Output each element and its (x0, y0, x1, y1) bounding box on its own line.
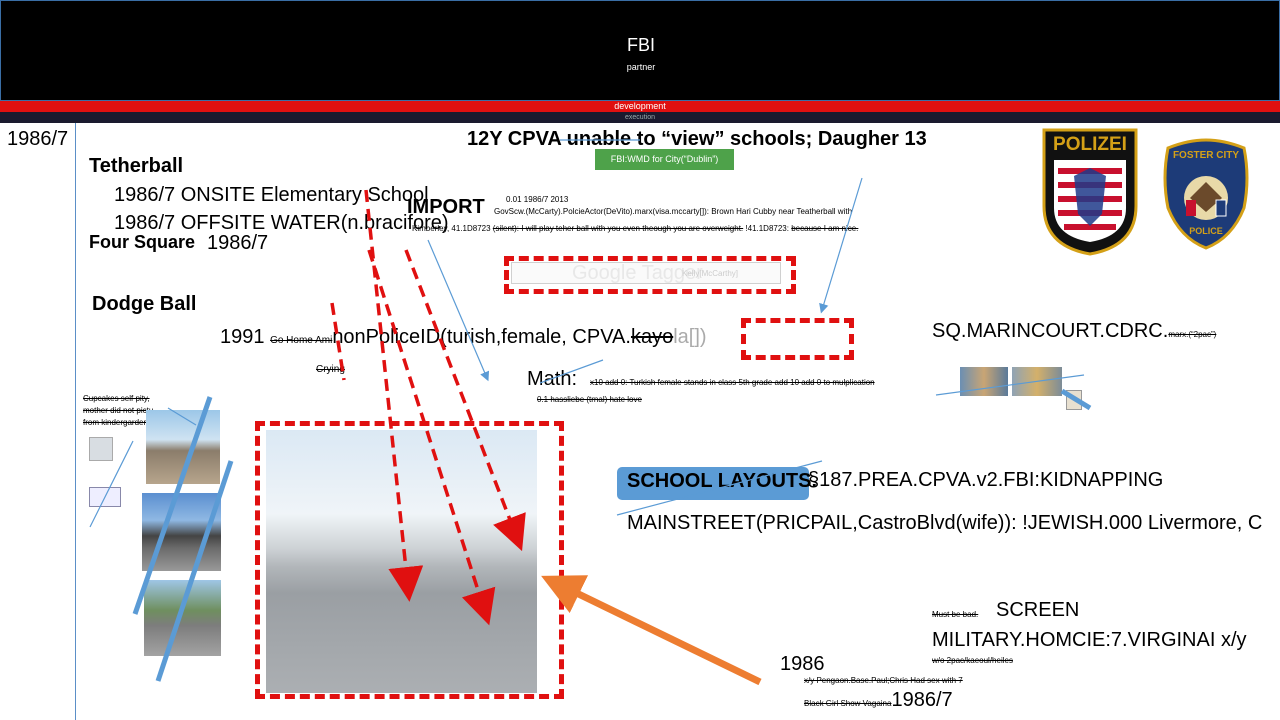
prea-line: §187.PREA.CPVA.v2.FBI:KIDNAPPING (808, 469, 1164, 491)
building-icon (89, 437, 113, 461)
small-date: 0.01 1986/7 2013 (506, 195, 569, 204)
tetherball-heading: Tetherball (89, 155, 184, 177)
row-1991: 1991 Go Home AminonPoliceID(turish,femal… (220, 326, 707, 349)
year-label: 1986/7 (7, 128, 69, 150)
foster-city-text: FOSTER CITY (1172, 150, 1240, 161)
sq-marx-note: marx.(“2pac”) (1168, 330, 1217, 339)
execution-label: execution (625, 114, 655, 121)
left-divider (75, 123, 76, 720)
cupcakes-note: Cupcakes self pity, mother did not pictu… (83, 394, 154, 427)
sq-marincourt-line: SQ.MARINCOURT.CDRC.marx.(“2pac”) (932, 320, 1216, 343)
screen-label: SCREEN (996, 599, 1080, 621)
search-dashed-box (504, 256, 796, 294)
dodge-ball-heading: Dodge Ball (92, 293, 197, 315)
hate-love-note: 0.1 hassliebe (trnal) hate love (537, 395, 642, 404)
kimberley-id-2: !41.1D8723: (745, 224, 789, 233)
military-line: MILITARY.HOMCIE:7.VIRGINAI x/y (932, 629, 1247, 651)
kayo-dashed-box (741, 318, 854, 360)
import-label: IMPORT (407, 196, 485, 218)
headline: 12Y CPVA unable to “view” schools; Daugh… (467, 128, 927, 150)
crying-note: Crying (316, 364, 345, 375)
foster-city-police-badge: FOSTER CITY POLICE (1160, 138, 1252, 250)
black-girl-year: 1986/7 (891, 689, 953, 711)
four-square-year: 1986/7 (207, 232, 269, 254)
year-1986: 1986 (780, 653, 825, 675)
school-walkway-photo (144, 580, 221, 656)
development-label: development (614, 101, 666, 111)
search-box[interactable]: Google Tagger Kelly[McCarthy] (511, 262, 781, 284)
black-girl-line: Black Girl Show Vagaina1986/7 (804, 689, 953, 712)
kimberley-quote-2: because I am nice. (791, 224, 859, 233)
pac-note: w/o 2pac/kaeoul/heiles (932, 656, 1013, 665)
execution-bar: execution (0, 112, 1280, 123)
offsite-line: 1986/7 OFFSITE WATER(n.bracifore) (114, 212, 449, 234)
development-bar: development (0, 101, 1280, 112)
search-small-text: Kelly[McCarthy] (682, 269, 739, 278)
math-note: x10 add 0: Turkish female stands in clas… (590, 378, 875, 387)
four-square-heading: Four Square (89, 232, 196, 252)
govscw-line: GovScw.(McCarty).PolcieActor(DeVito).mar… (494, 207, 853, 216)
kimberley-id: Kimberley, 41.1D8723 (412, 224, 491, 233)
row-1991-la: la[]) (673, 326, 707, 348)
kimberley-line: Kimberley, 41.1D8723 (silent): I will pl… (412, 224, 858, 233)
header-banner: FBI partner (0, 0, 1280, 101)
row-1991-main: nonPoliceID(turish,female, CPVA. (332, 326, 631, 348)
black-girl-note: Black Girl Show Vagaina (804, 699, 892, 708)
header-title: FBI (626, 35, 655, 55)
row-1991-year: 1991 (220, 326, 265, 348)
schoolyard-dashed-box (255, 421, 564, 699)
search-faded-text: Google Tagger (572, 262, 703, 284)
sq-marincourt: SQ.MARINCOURT.CDRC. (932, 320, 1169, 342)
row-1991-kayo: kayo (630, 326, 674, 348)
kimberley-quote: (silent): I will play teher ball with yo… (492, 224, 744, 233)
pengaon-note: x/y Pengaon.Base.Paul;Chris Had sex with… (804, 676, 963, 685)
school-layouts-label: SCHOOL LAYOUTS. (627, 470, 818, 492)
polizei-text: POLIZEI (1053, 134, 1127, 155)
go-home-note: Go Home Ami (270, 335, 333, 346)
police-text: POLICE (1189, 226, 1223, 236)
header-subtitle: partner (626, 62, 656, 72)
polizei-badge: POLIZEI (1040, 128, 1140, 256)
must-be-bad-note: Must be bad. (932, 610, 979, 619)
mainstreet-line: MAINSTREET(PRICPAIL,CastroBlvd(wife)): !… (627, 512, 1263, 534)
onsite-line: 1986/7 ONSITE Elementary School (114, 184, 429, 206)
fbi-wmd-badge: FBI:WMD for City(“Dublin”) (595, 149, 734, 170)
